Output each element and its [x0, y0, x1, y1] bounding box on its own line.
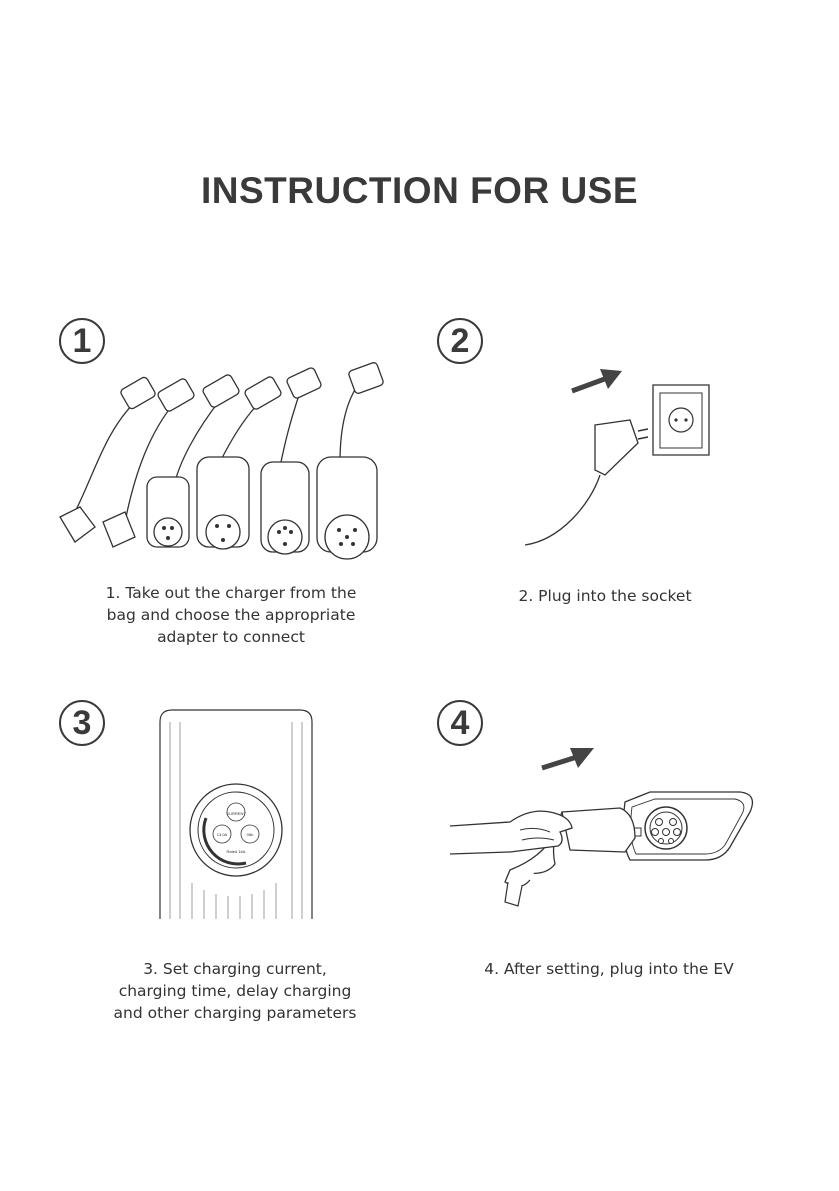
- panel-label-top: CURRENT: [226, 811, 246, 816]
- caption-line: adapter to connect: [80, 626, 382, 648]
- panel-label-right: 08h: [247, 832, 254, 837]
- caption-line: 3. Set charging current,: [90, 958, 380, 980]
- ev-plug-icon: [450, 742, 760, 917]
- step-1-caption: 1. Take out the charger from the bag and…: [80, 582, 382, 648]
- caption-line: and other charging parameters: [90, 1002, 380, 1024]
- caption-line: charging time, delay charging: [90, 980, 380, 1002]
- plug-socket-icon: [520, 365, 720, 555]
- step-2-number: 2: [437, 318, 483, 364]
- step-3-number: 3: [59, 700, 105, 746]
- charger-panel-icon: CURRENT 13.0A 08h Rated 16A: [158, 708, 314, 921]
- page-title: INSTRUCTION FOR USE: [0, 170, 839, 212]
- caption-line: 1. Take out the charger from the: [80, 582, 382, 604]
- step-2-caption: 2. Plug into the socket: [480, 585, 730, 607]
- step-1-number: 1: [59, 318, 105, 364]
- panel-label-bottom: Rated 16A: [227, 849, 246, 854]
- step-4-caption: 4. After setting, plug into the EV: [470, 958, 748, 980]
- step-3-caption: 3. Set charging current, charging time, …: [90, 958, 380, 1024]
- adapter-set-icon: [55, 362, 390, 562]
- caption-line: bag and choose the appropriate: [80, 604, 382, 626]
- caption-line: 4. After setting, plug into the EV: [470, 958, 748, 980]
- caption-line: 2. Plug into the socket: [480, 585, 730, 607]
- panel-label-left: 13.0A: [217, 832, 228, 837]
- step-4-number: 4: [437, 700, 483, 746]
